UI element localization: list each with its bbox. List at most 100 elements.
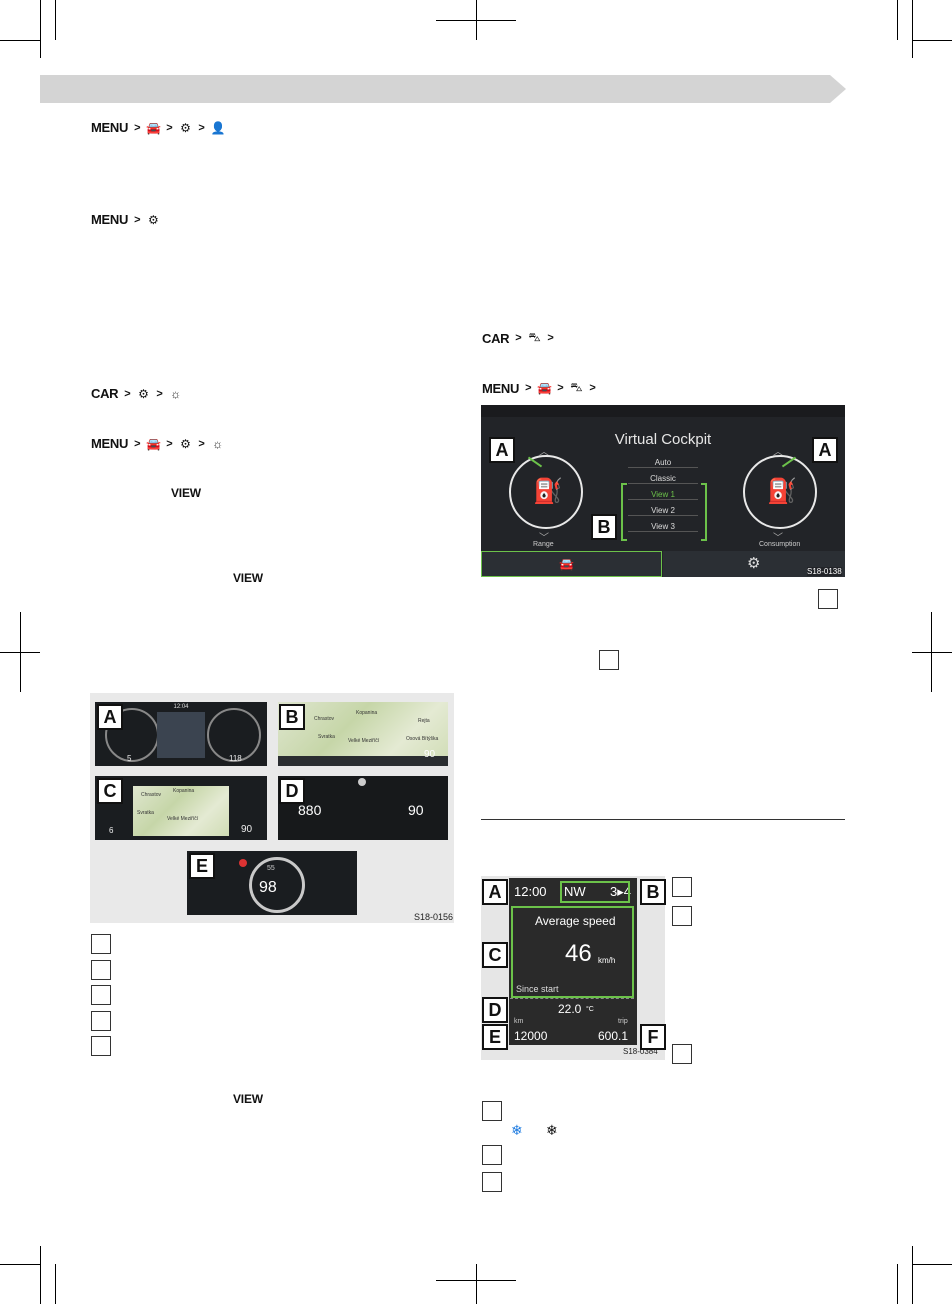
map-town: Kopanina	[173, 788, 195, 794]
chevron-up-icon[interactable]: ︿	[539, 447, 549, 458]
crop-mark	[0, 40, 40, 41]
legend-box	[91, 1011, 111, 1031]
trip-odometer-value: 600.1	[598, 1029, 629, 1043]
crop-mark	[912, 1264, 952, 1265]
speed-value: 98	[259, 879, 277, 896]
left-value: 5	[127, 754, 132, 763]
fuel-pump-icon: ⛽	[533, 478, 563, 505]
right-value: 90	[408, 802, 424, 818]
option-view-2[interactable]: View 2	[628, 506, 698, 516]
left-value: 6	[109, 826, 114, 835]
settings-icon: ⚙	[138, 386, 149, 401]
highlight-box	[560, 881, 630, 903]
legend-box	[91, 960, 111, 980]
crop-mark	[436, 1280, 516, 1281]
legend-box	[672, 1044, 692, 1064]
view-button-label: VIEW	[233, 571, 263, 585]
top-edge	[481, 405, 845, 417]
figure-code: S18-0138	[807, 567, 842, 576]
odometer-value: 12000	[514, 1029, 548, 1043]
crop-mark	[912, 0, 913, 58]
chevron-down-icon[interactable]: ﹀	[773, 533, 783, 544]
snowflake-icon: ❄	[546, 1122, 558, 1138]
crop-mark	[476, 1264, 477, 1304]
speed-value: 90	[424, 749, 436, 760]
label-a: A	[812, 437, 838, 463]
crop-mark	[0, 1264, 40, 1265]
tab-vehicle[interactable]	[481, 551, 662, 577]
crop-mark	[20, 612, 21, 692]
map-town: Chrastov	[314, 716, 335, 722]
label-d: D	[482, 997, 508, 1023]
km-label: km	[514, 1018, 524, 1025]
temperature-value: 22.0	[558, 1002, 582, 1016]
speed-dial	[249, 857, 305, 913]
label-d: D	[279, 778, 305, 804]
consumption-dial[interactable]	[743, 455, 817, 529]
gauge-right	[207, 708, 261, 762]
temperature-unit: °C	[586, 1006, 594, 1013]
label-e: E	[482, 1024, 508, 1050]
menu-keyword: CAR	[91, 386, 119, 401]
legend-box	[482, 1145, 502, 1165]
menu-path-menu-light: MENU >🚘 >⚙ >☼	[91, 436, 223, 451]
menu-keyword: MENU	[91, 120, 129, 135]
legend-box	[91, 985, 111, 1005]
range-dial[interactable]	[509, 455, 583, 529]
selection-bracket	[701, 483, 707, 541]
view-button-label: VIEW	[171, 486, 201, 500]
virtual-cockpit-screen: Virtual Cockpit ︿ ⛽ ﹀ Range ︿ ⛽ ﹀ Consum…	[481, 405, 845, 577]
crop-mark	[912, 40, 952, 41]
menu-path-drive-mode: CAR >⛍ >	[482, 330, 554, 346]
option-view-3[interactable]: View 3	[628, 522, 698, 532]
label-a: A	[97, 704, 123, 730]
label-a: A	[482, 879, 508, 905]
figure-code: S18-0156	[414, 912, 454, 922]
map-town: Svratka	[137, 810, 154, 816]
label-b: B	[640, 879, 666, 905]
label-c: C	[97, 778, 123, 804]
menu-path-car-light: CAR >⚙ >☼	[91, 386, 181, 401]
legend-box	[672, 906, 692, 926]
since-label: Since start	[516, 984, 559, 994]
legend-box	[672, 877, 692, 897]
option-view-1[interactable]: View 1	[628, 490, 698, 500]
menu-keyword: MENU	[91, 212, 129, 227]
car-icon: 🚘	[146, 436, 161, 451]
figure-code: S18-0384	[623, 1047, 658, 1056]
crop-mark	[897, 1264, 898, 1304]
settings-icon: ⚙	[180, 436, 191, 451]
chevron-up-icon[interactable]: ︿	[773, 447, 783, 458]
label-b: B	[279, 704, 305, 730]
chevron-down-icon[interactable]: ﹀	[539, 533, 549, 544]
label-e: E	[189, 853, 215, 879]
crop-mark	[931, 612, 932, 692]
light-icon: ☼	[212, 436, 223, 451]
legend-box	[818, 589, 838, 609]
crop-mark	[40, 0, 41, 58]
menu-keyword: MENU	[482, 380, 520, 396]
crop-mark	[40, 1246, 41, 1304]
section-divider	[481, 819, 845, 820]
option-classic[interactable]: Classic	[628, 474, 698, 484]
mfd-screen	[509, 878, 637, 1045]
settings-icon: ⚙	[180, 120, 191, 135]
time-text: 12:00	[514, 884, 547, 899]
trip-label: trip	[618, 1018, 628, 1025]
car-icon: 🚘	[559, 557, 574, 571]
left-value: 880	[298, 802, 322, 818]
car-icon: 🚘	[146, 120, 161, 135]
header-banner	[40, 75, 830, 103]
crop-mark	[912, 652, 952, 653]
consumption-label: Consumption	[759, 541, 801, 548]
compass-icon	[358, 778, 366, 786]
view-button-label: VIEW	[233, 1092, 263, 1106]
divider-line	[510, 998, 634, 1000]
crop-mark	[912, 1246, 913, 1304]
range-label: Range	[533, 541, 554, 548]
view-b-screen: Chrastov Kopanina Rejta Svratka Velké Me…	[278, 702, 448, 766]
option-auto[interactable]: Auto	[628, 458, 698, 468]
map-town: Svratka	[318, 734, 335, 740]
header-banner-arrow	[830, 75, 846, 103]
trip-unit: km/h	[598, 956, 616, 965]
